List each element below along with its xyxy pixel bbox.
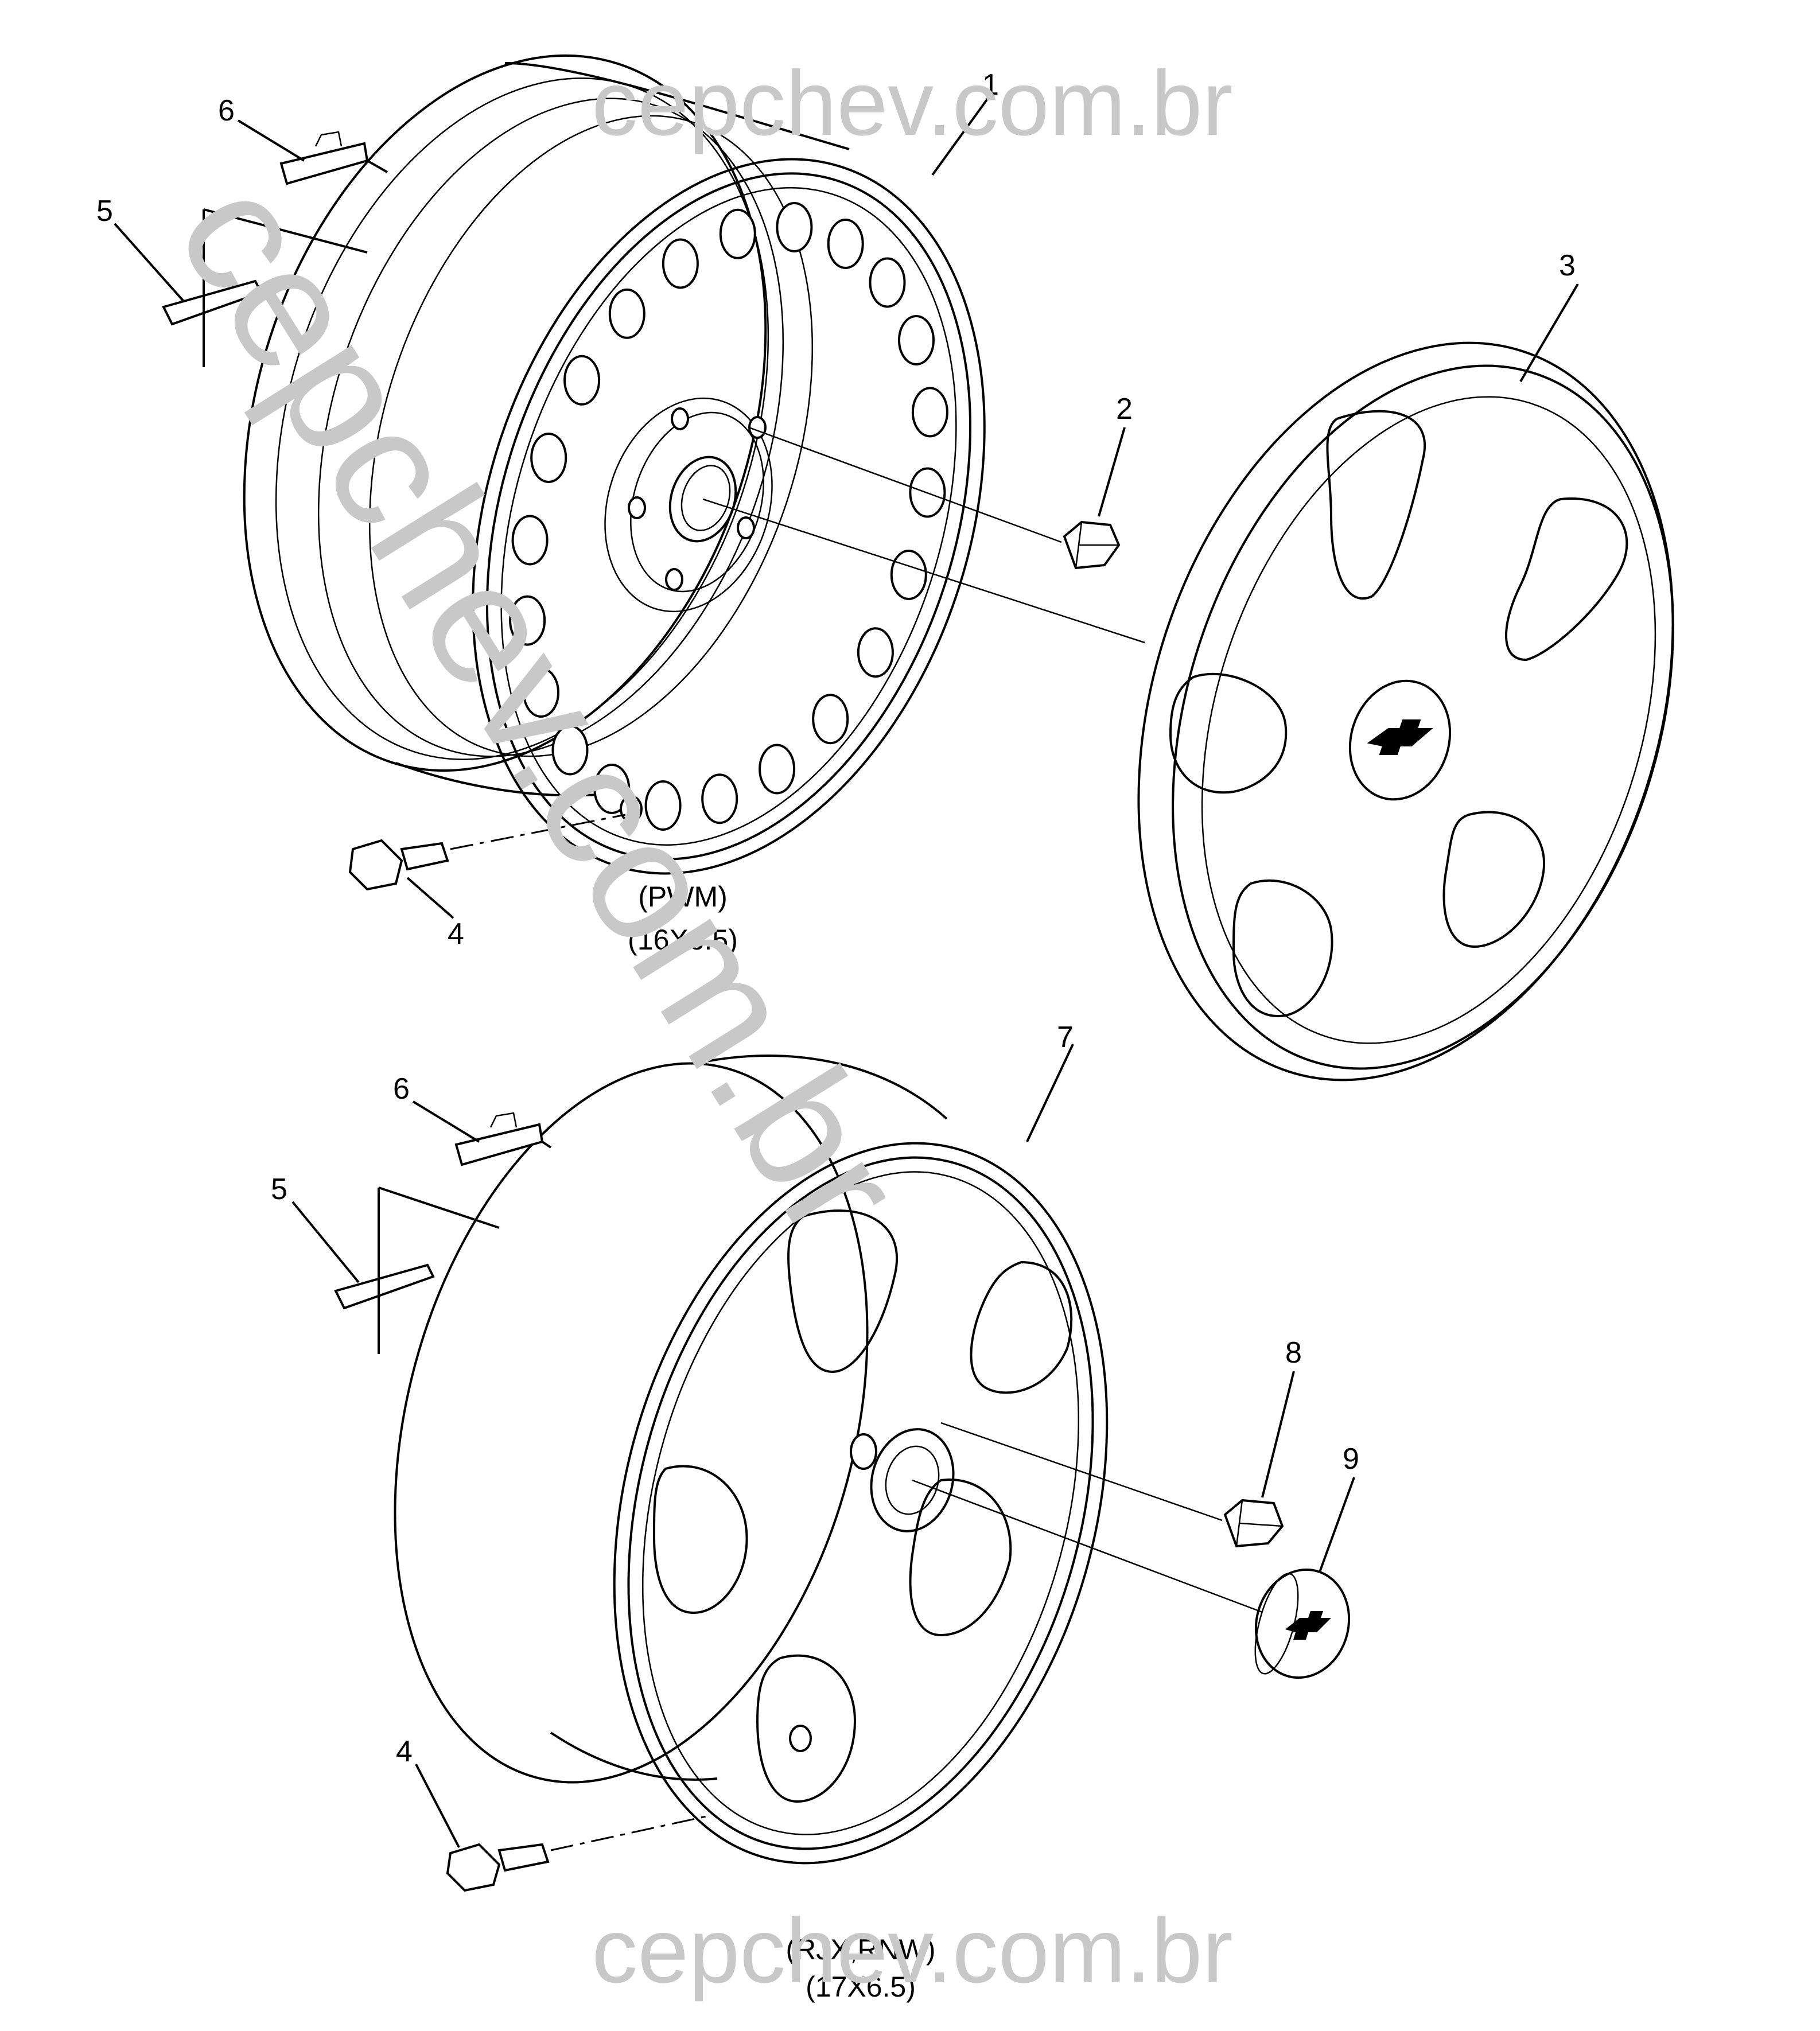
vent-hole — [563, 355, 601, 406]
leader-line — [940, 1422, 1223, 1522]
callout-3: 3 — [1559, 249, 1576, 282]
vent-hole — [776, 202, 813, 252]
alloy-wheel-size-label: (17X6.5) — [806, 1971, 916, 2003]
vent-hole — [511, 515, 549, 566]
callout-4-lower: 4 — [396, 1735, 413, 1768]
vent-hole — [530, 433, 567, 483]
callout-7: 7 — [1057, 1021, 1074, 1054]
callout-6: 6 — [218, 94, 235, 127]
adhesive-weight-icon — [334, 1263, 435, 1310]
alloy-wheel-icon — [394, 1055, 1109, 1865]
callout-1: 1 — [982, 68, 999, 102]
vent-hole — [911, 387, 948, 438]
steel-wheel-icon — [243, 54, 986, 875]
leader-line — [1261, 1371, 1295, 1498]
vent-hole — [644, 780, 682, 831]
leader-line — [237, 119, 305, 162]
vent-hole — [890, 550, 927, 600]
vent-hole — [551, 725, 589, 776]
leader-line — [912, 1479, 1263, 1613]
callout-5: 5 — [96, 194, 113, 228]
callout-8: 8 — [1285, 1336, 1302, 1369]
leader-line — [412, 1100, 480, 1143]
vent-hole — [662, 238, 699, 289]
leader-line — [406, 877, 454, 919]
center-cap-icon — [1254, 1568, 1351, 1679]
leader-line — [931, 91, 994, 176]
clip-weight-icon — [454, 1112, 544, 1166]
leader-line — [291, 1201, 360, 1283]
watermark-top: cepchev.com.br — [592, 52, 1233, 154]
leader-line — [550, 1815, 709, 1851]
callout-2: 2 — [1116, 392, 1133, 426]
tpms-sensor-icon — [348, 839, 449, 891]
callout-4: 4 — [448, 917, 464, 951]
vent-hole — [869, 257, 906, 308]
vent-hole — [509, 595, 546, 646]
leader-line — [1026, 1044, 1074, 1142]
vent-hole — [608, 288, 645, 339]
chevrolet-bowtie-icon — [1285, 1611, 1331, 1640]
vent-hole — [812, 694, 849, 745]
vent-hole — [719, 208, 756, 259]
vent-hole — [701, 773, 738, 824]
leader-line — [541, 1141, 552, 1149]
alloy-wheel-code-label: (RJX,RNW) — [785, 1933, 935, 1966]
watermark-bottom: cepchev.com.br — [592, 1899, 1233, 2002]
vent-hole — [593, 764, 631, 814]
leader-line — [203, 208, 368, 367]
steel-wheel-size-label: (16X6.5) — [628, 924, 738, 956]
vent-hole — [857, 627, 894, 678]
leader-line — [1098, 427, 1126, 517]
vent-hole — [898, 315, 935, 365]
callout-5-lower: 5 — [271, 1173, 287, 1206]
callout-6-lower: 6 — [393, 1072, 410, 1106]
leader-line — [450, 814, 626, 850]
leader-line — [702, 498, 1145, 644]
tpms-sensor-icon — [446, 1843, 550, 1892]
vent-hole — [523, 667, 559, 718]
vent-hole — [759, 744, 796, 795]
leader-line — [415, 1764, 460, 1848]
vent-hole — [827, 219, 864, 269]
leader-line — [367, 159, 388, 173]
leader-line — [1319, 1477, 1355, 1573]
callout-9: 9 — [1343, 1442, 1359, 1476]
wheel-cover-icon — [1137, 341, 1674, 1081]
wheel-nut-icon — [1063, 520, 1121, 570]
leader-line — [1519, 283, 1579, 383]
adhesive-weight-icon — [162, 279, 263, 326]
leader-line — [114, 223, 185, 302]
leader-line — [748, 426, 1062, 543]
steel-wheel-code-label: (PWM) — [638, 881, 728, 913]
chevrolet-bowtie-icon — [1367, 719, 1433, 755]
wheel-nut-icon — [1223, 1499, 1284, 1548]
leader-line — [378, 1186, 500, 1354]
